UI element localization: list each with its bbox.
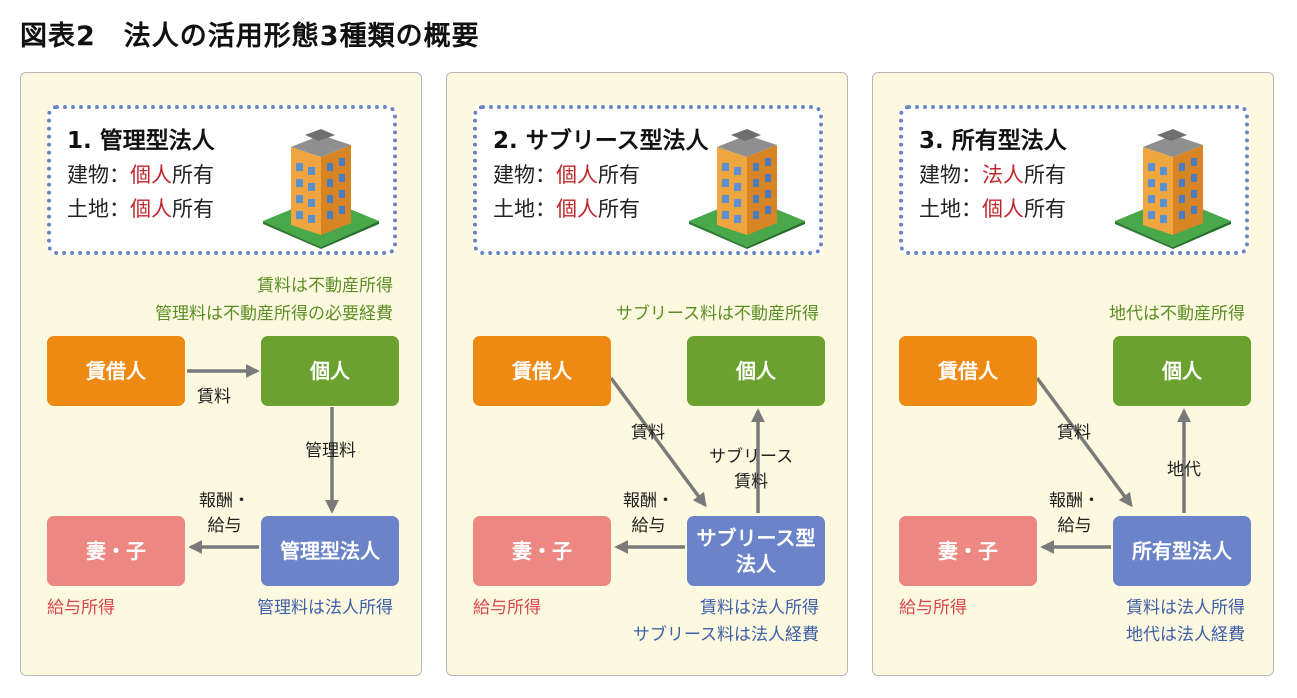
- note-income-1: 賃料は不動産所得: [257, 276, 393, 296]
- flow-label-sublease-rent: サブリース賃料: [709, 447, 794, 492]
- building-icon: [261, 127, 381, 249]
- building-owner: 個人: [556, 163, 598, 187]
- flow-label-salary: 報酬・給与: [623, 491, 674, 536]
- corp-box: 所有型法人: [1113, 516, 1251, 586]
- note-income-2: 管理料は不動産所得の必要経費: [155, 304, 393, 324]
- flow-label-land-rent: 地代: [1167, 460, 1201, 480]
- land-ownership: 土地：個人所有: [919, 197, 1066, 221]
- tenant-box: 賃借人: [47, 336, 185, 406]
- family-box: 妻・子: [899, 516, 1037, 586]
- individual-box: 個人: [687, 336, 825, 406]
- panel-sublease-corp: 2. サブリース型法人 建物：個人所有 土地：個人所有 サブリース料は不動産所得…: [446, 72, 848, 676]
- flow-label-salary: 報酬・給与: [1049, 491, 1100, 536]
- panel-heading: 1. 管理型法人: [67, 128, 215, 154]
- panel-heading: 2. サブリース型法人: [493, 128, 709, 154]
- info-box: 3. 所有型法人 建物：法人所有 土地：個人所有: [899, 105, 1249, 255]
- corp-box: サブリース型法人: [687, 516, 825, 586]
- note-income: サブリース料は不動産所得: [615, 304, 819, 324]
- flow-label-rent: 賃料: [631, 423, 665, 443]
- building-ownership: 建物：個人所有: [493, 163, 640, 187]
- individual-box: 個人: [261, 336, 399, 406]
- building-owner: 法人: [982, 163, 1024, 187]
- building-ownership: 建物：法人所有: [919, 163, 1066, 187]
- footnote-left: 給与所得: [899, 598, 967, 618]
- family-box: 妻・子: [47, 516, 185, 586]
- land-ownership: 土地：個人所有: [67, 197, 214, 221]
- page-title: 図表2 法人の活用形態3種類の概要: [20, 21, 480, 52]
- info-box: 2. サブリース型法人 建物：個人所有 土地：個人所有: [473, 105, 823, 255]
- flow-label-salary: 報酬・給与: [199, 491, 250, 536]
- footnote-right: 賃料は法人所得地代は法人経費: [1126, 598, 1245, 646]
- panel-heading: 3. 所有型法人: [919, 128, 1067, 154]
- footnote-right: 賃料は法人所得サブリース料は法人経費: [632, 598, 819, 646]
- footnote-left: 給与所得: [473, 598, 541, 618]
- panel-management-corp: 1. 管理型法人 建物：個人所有 土地：個人所有 賃料は不動産所得 管理料は不動…: [20, 72, 422, 676]
- building-owner: 個人: [130, 163, 172, 187]
- note-income: 地代は不動産所得: [1109, 304, 1245, 324]
- building-icon: [1113, 127, 1233, 249]
- building-icon: [687, 127, 807, 249]
- tenant-box: 賃借人: [899, 336, 1037, 406]
- footnote-left: 給与所得: [47, 598, 115, 618]
- land-ownership: 土地：個人所有: [493, 197, 640, 221]
- individual-box: 個人: [1113, 336, 1251, 406]
- building-ownership: 建物：個人所有: [67, 163, 214, 187]
- family-box: 妻・子: [473, 516, 611, 586]
- flow-label-rent: 賃料: [1057, 423, 1091, 443]
- footnote-right: 管理料は法人所得: [257, 598, 393, 618]
- panel-ownership-corp: 3. 所有型法人 建物：法人所有 土地：個人所有 地代は不動産所得 賃借人 個人…: [872, 72, 1274, 676]
- corp-box: 管理型法人: [261, 516, 399, 586]
- flow-label-rent: 賃料: [197, 387, 231, 407]
- land-owner: 個人: [556, 197, 598, 221]
- land-owner: 個人: [982, 197, 1024, 221]
- info-box: 1. 管理型法人 建物：個人所有 土地：個人所有: [47, 105, 397, 255]
- land-owner: 個人: [130, 197, 172, 221]
- tenant-box: 賃借人: [473, 336, 611, 406]
- flow-label-fee: 管理料: [305, 441, 356, 461]
